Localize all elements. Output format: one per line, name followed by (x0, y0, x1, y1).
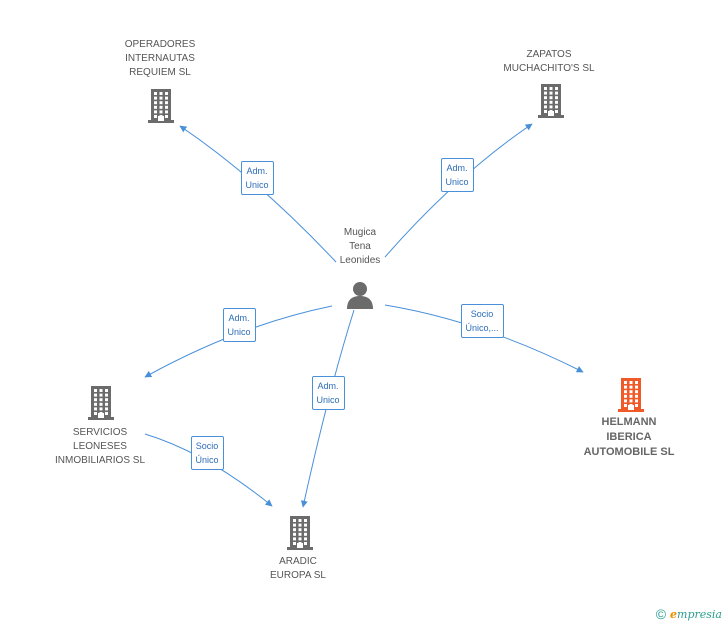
person-icon[interactable] (345, 281, 375, 314)
company-name-label[interactable]: ZAPATOS MUCHACHITO'S SL (503, 49, 595, 74)
building-icon[interactable] (616, 378, 646, 417)
brand-first-letter: e (670, 607, 678, 621)
brand-logo[interactable]: empresia (670, 608, 722, 621)
edge-role-label: Adm. Unico (311, 376, 345, 410)
person-name-label[interactable]: Mugica Tena Leonides (339, 227, 381, 266)
company-name-label[interactable]: ARADIC EUROPA SL (270, 556, 326, 581)
copyright-footer: © empresia (656, 606, 722, 622)
building-icon[interactable] (86, 386, 116, 425)
brand-rest: mpresia (677, 607, 722, 621)
company-name-label[interactable]: OPERADORES INTERNAUTAS REQUIEM SL (124, 39, 196, 78)
edge-role-label: Socio Único (190, 436, 224, 470)
company-name-label[interactable]: SERVICIOS LEONESES INMOBILIARIOS SL (54, 427, 146, 466)
edge-role-label: Socio Único,... (460, 304, 504, 338)
building-icon[interactable] (146, 89, 176, 128)
edge-role-label: Adm. Unico (240, 161, 274, 195)
edge-role-label: Adm. Unico (440, 158, 474, 192)
edge-role-label: Adm. Unico (222, 308, 256, 342)
copyright-symbol: © (655, 606, 667, 622)
company-name-label[interactable]: HELMANN IBERICA AUTOMOBILE SL (583, 416, 675, 458)
building-icon[interactable] (285, 516, 315, 555)
building-icon[interactable] (536, 84, 566, 123)
